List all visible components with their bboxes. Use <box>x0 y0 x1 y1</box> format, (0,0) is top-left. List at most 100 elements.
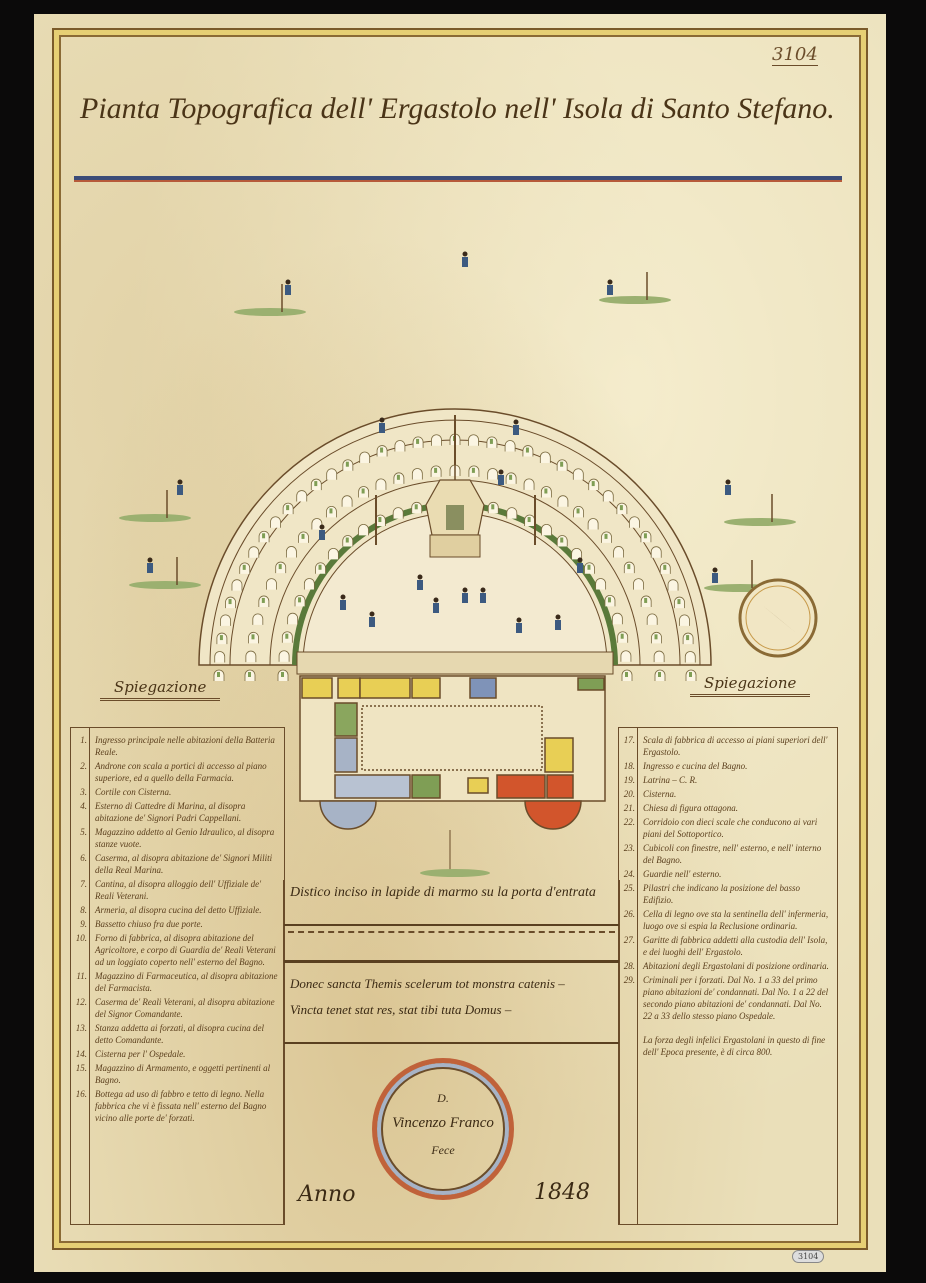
person-figure-head <box>147 557 153 563</box>
cell <box>311 518 323 530</box>
legend-item: 3.Cortile con Cisterna. <box>80 786 278 798</box>
person-figure-head <box>555 614 561 620</box>
inscription-line-1: Donec sancta Themis scelerum tot monstra… <box>290 976 565 991</box>
legend-item-number: 6. <box>80 853 87 863</box>
cell-window <box>301 533 305 539</box>
legend-item-number: 22. <box>623 817 635 827</box>
cell-window <box>285 633 289 639</box>
legend-item-number: 10. <box>75 933 87 943</box>
person-figure-head <box>498 469 504 475</box>
cell <box>595 578 607 590</box>
map-title: Pianta Topografica dell' Ergastolo nell'… <box>80 92 835 125</box>
person-figure <box>433 603 439 613</box>
legend-item-number: 20. <box>623 789 635 799</box>
legend-item: 17.Scala di fabbrica di accesso ai piani… <box>624 734 831 758</box>
person-figure-head <box>480 587 486 593</box>
cell <box>270 516 281 528</box>
cell-window <box>219 635 223 641</box>
cell-window <box>607 597 611 603</box>
legend-item-number: 4. <box>80 801 87 811</box>
legend-item-text: Cisterna. <box>643 789 677 799</box>
legend-item-text: Armeria, al disopra cucina del detto Uff… <box>95 905 262 915</box>
legend-item: 23.Cubicoli con finestre, nell' esterno,… <box>624 842 831 866</box>
legend-item-number: 3. <box>80 787 87 797</box>
cell <box>487 468 499 480</box>
legend-item: 2.Androne con scala a portici di accesso… <box>80 760 278 784</box>
legend-item-number: 21. <box>623 803 635 813</box>
person-figure <box>498 475 504 485</box>
cell <box>287 612 299 625</box>
legend-item-text: Cubicoli con finestre, nell' esterno, e … <box>643 843 822 865</box>
legend-item: 19.Latrina – C. R. <box>624 774 831 786</box>
person-figure <box>725 485 731 495</box>
guard-post-ground <box>234 308 306 316</box>
cell <box>539 451 551 463</box>
person-figure <box>147 563 153 573</box>
legend-item-number: 14. <box>75 1049 87 1059</box>
person-figure-head <box>462 587 468 593</box>
cell <box>431 434 442 446</box>
legend-item-text: Androne con scala a portici di accesso a… <box>95 761 267 783</box>
legend-item-number: 1. <box>80 735 87 745</box>
person-figure-head <box>516 617 522 623</box>
cell-window <box>378 517 382 523</box>
legend-item: 18.Ingresso e cucina del Bagno. <box>624 760 831 772</box>
cell <box>214 651 226 663</box>
legend-item-text: Scala di fabbrica di accesso ai piani su… <box>643 735 828 757</box>
legend-item: 15.Magazzino di Armamento, e oggetti per… <box>76 1062 278 1086</box>
legend-item-number: 8. <box>80 905 87 915</box>
legend-item-number: 9. <box>80 919 87 929</box>
cell-window <box>576 508 580 514</box>
cell <box>633 578 644 590</box>
cell-window <box>620 633 624 639</box>
legend-item: 28.Abitazioni degli Ergastolani di posiz… <box>624 960 831 972</box>
legend-item: 14.Cisterna per l' Ospedale. <box>76 1048 278 1060</box>
guard-post-ground <box>119 514 191 522</box>
date-label: Anno <box>298 1182 356 1207</box>
legend-item-number: 25. <box>623 883 635 893</box>
cell-window <box>380 447 384 453</box>
cell <box>245 650 257 663</box>
cell-window <box>345 537 349 543</box>
person-figure-head <box>319 524 325 530</box>
cell <box>506 507 518 519</box>
legend-item: 26.Cella di legno ove sta la sentinella … <box>624 908 831 932</box>
legend-item-number: 12. <box>75 997 87 1007</box>
decorative-border <box>52 28 868 1250</box>
cell-window <box>527 517 531 523</box>
legend-item-number: 29. <box>623 975 635 985</box>
cell <box>326 468 338 480</box>
cell-window <box>619 505 623 511</box>
cell <box>341 495 353 507</box>
person-figure-head <box>285 279 291 285</box>
cell-window <box>663 564 667 570</box>
legend-heading-left: Spiegazione <box>100 678 221 701</box>
cell-window <box>525 447 529 453</box>
person-figure <box>516 623 522 633</box>
cell-window <box>591 481 595 487</box>
cell-window <box>560 537 564 543</box>
divider <box>284 924 619 926</box>
person-figure-head <box>379 417 385 423</box>
legend-item-number: 13. <box>75 1023 87 1033</box>
cell-window <box>686 635 690 641</box>
divider <box>288 931 615 933</box>
person-figure-head <box>712 567 718 573</box>
cell <box>375 478 387 490</box>
cell <box>358 524 369 536</box>
cell-window <box>228 599 232 605</box>
person-figure-head <box>433 597 439 603</box>
front-wing <box>296 651 614 675</box>
cell-window <box>643 533 647 539</box>
cell-window <box>491 504 495 510</box>
cell <box>679 614 690 626</box>
legend-item-text: Bottega ad uso di fabbro e tetto di legn… <box>95 1089 267 1123</box>
legend-item: 10.Forno di fabbrica, al disopra abitazi… <box>76 932 278 968</box>
legend-item: 12.Caserma de' Reali Veterani, al disopr… <box>76 996 278 1020</box>
cell-window <box>625 672 628 677</box>
cell-window <box>329 508 333 514</box>
legend-item-number: 5. <box>80 827 87 837</box>
cell <box>629 516 640 528</box>
legend-item: 25.Pilastri che indicano la posizione de… <box>624 882 831 906</box>
